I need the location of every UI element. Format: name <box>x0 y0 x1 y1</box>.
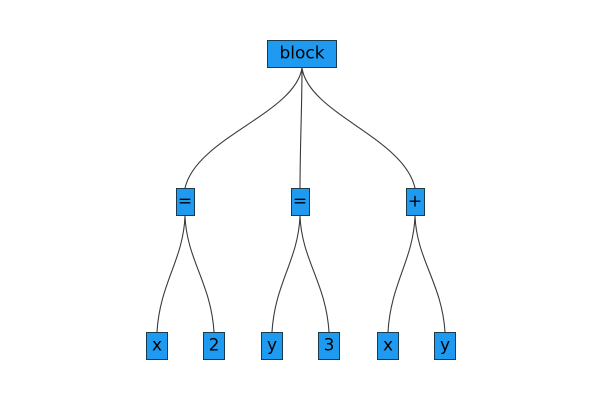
tree-edge <box>299 215 330 333</box>
tree-node-n6[interactable]: y <box>261 332 283 360</box>
tree-node-n7[interactable]: 3 <box>318 332 340 360</box>
tree-node-n4[interactable]: x <box>146 332 168 360</box>
tree-node-n8[interactable]: x <box>377 332 399 360</box>
tree-node-label: y <box>266 335 278 355</box>
tree-node-label: = <box>177 191 193 211</box>
tree-edge <box>184 215 215 333</box>
tree-node-label: = <box>292 191 308 211</box>
tree-node-label: block <box>279 43 325 63</box>
tree-node-n5[interactable]: 2 <box>203 332 225 360</box>
tree-node-label: y <box>439 335 451 355</box>
tree-node-n9[interactable]: y <box>434 332 456 360</box>
tree-node-label: 2 <box>208 335 220 355</box>
tree-node-label: x <box>151 335 163 355</box>
tree-node-label: 3 <box>323 335 335 355</box>
tree-node-n1[interactable]: = <box>175 188 195 216</box>
tree-edge <box>301 67 416 189</box>
tree-node-n2[interactable]: = <box>290 188 310 216</box>
tree-edge <box>414 215 446 333</box>
tree-node-label: x <box>382 335 394 355</box>
tree-edge <box>387 215 416 333</box>
tree-edge <box>271 215 301 333</box>
tree-node-n0[interactable]: block <box>267 40 337 68</box>
tree-node-label: + <box>407 191 423 211</box>
tree-edge <box>184 67 303 189</box>
tree-edge <box>156 215 186 333</box>
tree-edge <box>299 67 303 189</box>
tree-node-n3[interactable]: + <box>405 188 425 216</box>
